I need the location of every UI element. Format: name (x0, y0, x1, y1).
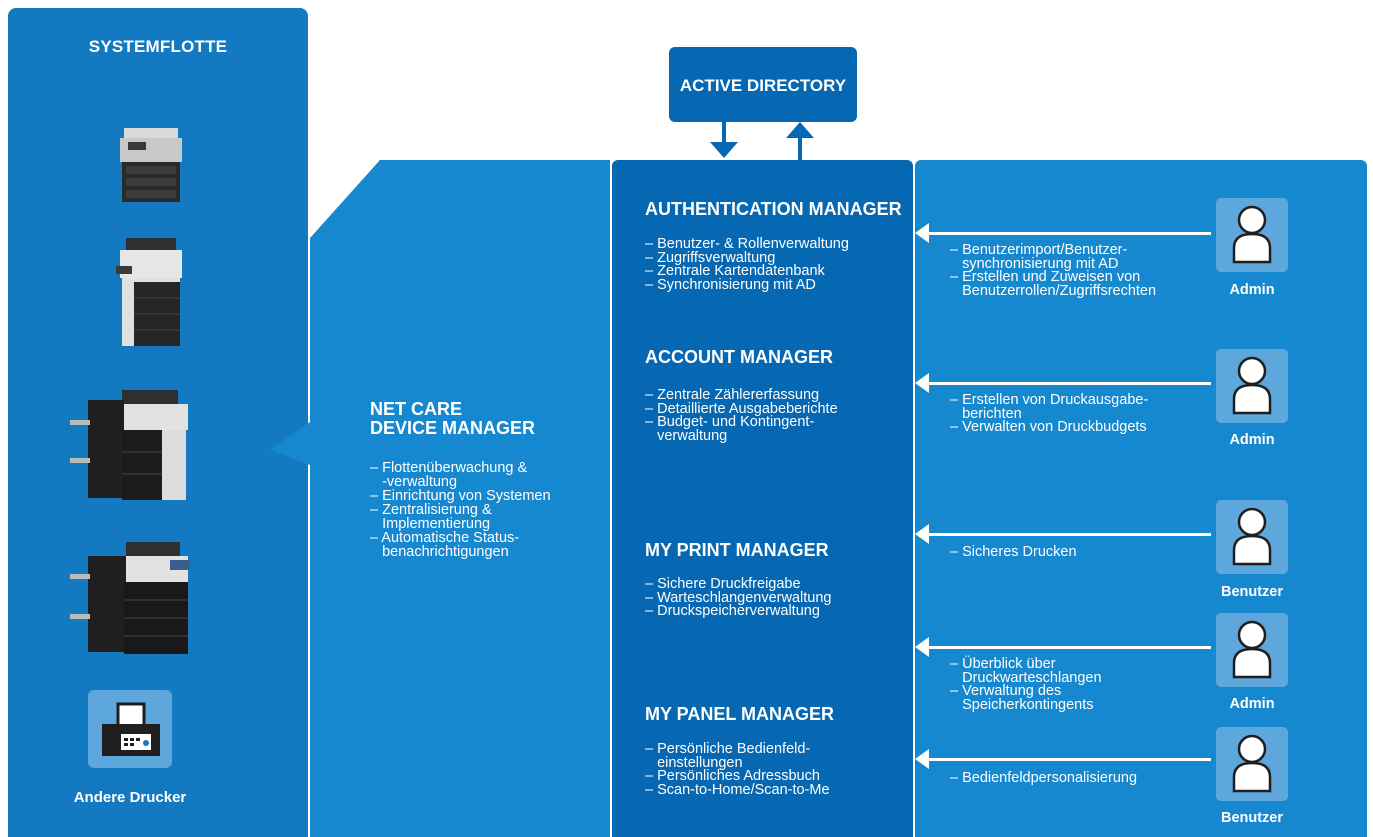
fleet-title: SYSTEMFLOTTE (88, 37, 228, 56)
printer-icon (116, 238, 182, 346)
list-item: – Scan-to-Home/Scan-to-Me (645, 781, 830, 798)
list-item: – Zentrale Kartendatenbank (645, 263, 825, 279)
user-tile (1216, 727, 1288, 801)
arrow-line (929, 382, 1211, 385)
user-task-list: – Bedienfeldpersonalisierung (950, 770, 1138, 786)
manager-feature-list: – Zentrale Zählererfassung – Detailliert… (645, 387, 838, 444)
other-printer-tile (88, 690, 172, 768)
list-item: einstellungen (645, 754, 743, 771)
user-silhouette-icon (1232, 205, 1272, 264)
netcare-feature-list: – Flottenüberwachung & -verwaltung – Ein… (370, 460, 551, 560)
netcare-corner-edge (379, 160, 389, 168)
manager-feature-list: – Sichere Druckfreigabe – Warteschlangen… (645, 576, 832, 619)
user-role-label: Admin (1229, 282, 1275, 298)
fax-printer-icon (102, 702, 160, 756)
arrow-left-icon (915, 749, 929, 769)
manager-title: ACCOUNT MANAGER (645, 347, 833, 367)
list-item: – Sichere Druckfreigabe (645, 576, 801, 592)
user-tile (1216, 613, 1288, 687)
printer-icon (70, 542, 190, 654)
netcare-title: NET CARE DEVICE MANAGER (370, 400, 535, 438)
list-item: – Erstellen von Druckausgabe- (950, 392, 1149, 408)
netcare-title-line1: NET CARE (370, 399, 463, 419)
list-item: synchronisierung mit AD (950, 255, 1119, 272)
user-silhouette-icon (1232, 734, 1272, 793)
manager-feature-list: – Persönliche Bedienfeld- einstellungen … (645, 741, 830, 798)
list-item: – Zugriffsverwaltung (645, 249, 776, 266)
user-task-list: – Überblick über Druckwarteschlangen – V… (950, 656, 1102, 713)
netcare-panel: NET CARE DEVICE MANAGER – Flottenüberwac… (310, 160, 610, 837)
active-directory-label: ACTIVE DIRECTORY (679, 76, 847, 95)
list-item: Implementierung (370, 516, 491, 532)
list-item: – Zentralisierung & (370, 502, 492, 518)
list-item: – Erstellen und Zuweisen von (950, 269, 1141, 285)
user-silhouette-icon (1232, 620, 1272, 679)
user-silhouette-icon (1232, 507, 1272, 566)
arrow-line (929, 232, 1211, 235)
netcare-corner (310, 160, 380, 238)
users-panel: – Benutzerimport/Benutzer- synchronisier… (915, 160, 1367, 837)
list-item: – Sicheres Drucken (950, 544, 1077, 560)
manager-feature-list: – Benutzer- & Rollenverwaltung – Zugriff… (645, 236, 849, 293)
user-role-label: Admin (1229, 696, 1275, 712)
user-tile (1216, 349, 1288, 423)
arrow-line (929, 758, 1211, 761)
list-item: – Persönliche Bedienfeld- (645, 741, 811, 757)
netcare-title-line2: DEVICE MANAGER (370, 418, 536, 438)
user-task-list: – Benutzerimport/Benutzer- synchronisier… (950, 242, 1157, 299)
user-role-label: Benutzer (1220, 584, 1284, 600)
user-task-list: – Sicheres Drucken (950, 544, 1077, 560)
list-item: – Benutzerimport/Benutzer- (950, 242, 1128, 258)
list-item: – Flottenüberwachung & (370, 460, 528, 476)
list-item: – Zentrale Zählererfassung (645, 387, 820, 403)
user-role-label: Benutzer (1220, 810, 1284, 826)
manager-title: MY PANEL MANAGER (645, 704, 835, 724)
list-item: Speicherkontingents (950, 696, 1094, 713)
printer-icon (120, 128, 182, 202)
list-item: – Verwalten von Druckbudgets (950, 419, 1147, 435)
list-item: Benutzerrollen/Zugriffsrechten (950, 282, 1157, 299)
arrow-up-icon (786, 122, 814, 138)
printer-icon (70, 390, 188, 500)
arrow-left-icon (915, 223, 929, 243)
list-item: – Druckspeicherverwaltung (645, 603, 820, 619)
list-item: – Persönliches Adressbuch (645, 768, 820, 784)
user-tile (1216, 500, 1288, 574)
list-item: – Warteschlangenverwaltung (645, 589, 832, 606)
list-item: verwaltung (645, 427, 728, 444)
list-item: – Überblick über (950, 656, 1056, 672)
active-directory-box: ACTIVE DIRECTORY (669, 47, 857, 122)
list-item: berichten (950, 405, 1022, 422)
user-task-list: – Erstellen von Druckausgabe- berichten … (950, 392, 1149, 435)
user-tile (1216, 198, 1288, 272)
manager-title: MY PRINT MANAGER (645, 540, 829, 560)
fleet-panel: SYSTEMFLOTTE (8, 8, 308, 837)
user-silhouette-icon (1232, 356, 1272, 415)
list-item: – Einrichtung von Systemen (370, 488, 551, 504)
list-item: – Automatische Status- (370, 530, 520, 546)
list-item: benachrichtigungen (370, 544, 509, 560)
list-item: – Verwaltung des (950, 683, 1062, 699)
arrow-down-icon (710, 142, 738, 158)
user-role-label: Admin (1229, 432, 1275, 448)
arrow-left-icon (915, 524, 929, 544)
list-item: Druckwarteschlangen (950, 669, 1102, 686)
list-item: -verwaltung (370, 474, 458, 490)
list-item: – Benutzer- & Rollenverwaltung (645, 236, 849, 252)
arrow-line (929, 533, 1211, 536)
netcare-pointer-shape (270, 395, 320, 470)
arrow-line (929, 646, 1211, 649)
manager-title: AUTHENTICATION MANAGER (645, 199, 902, 219)
arrow-left-icon (915, 373, 929, 393)
ad-sync-arrows (710, 120, 814, 160)
arrow-left-icon (915, 637, 929, 657)
list-item: – Bedienfeldpersonalisierung (950, 770, 1138, 786)
manager-panel: AUTHENTICATION MANAGER – Benutzer- & Rol… (612, 160, 913, 837)
list-item: – Synchronisierung mit AD (645, 276, 816, 293)
other-printer-label: Andere Drucker (73, 789, 187, 806)
list-item: – Budget- und Kontingent- (645, 414, 815, 430)
list-item: – Detaillierte Ausgabeberichte (645, 400, 838, 417)
